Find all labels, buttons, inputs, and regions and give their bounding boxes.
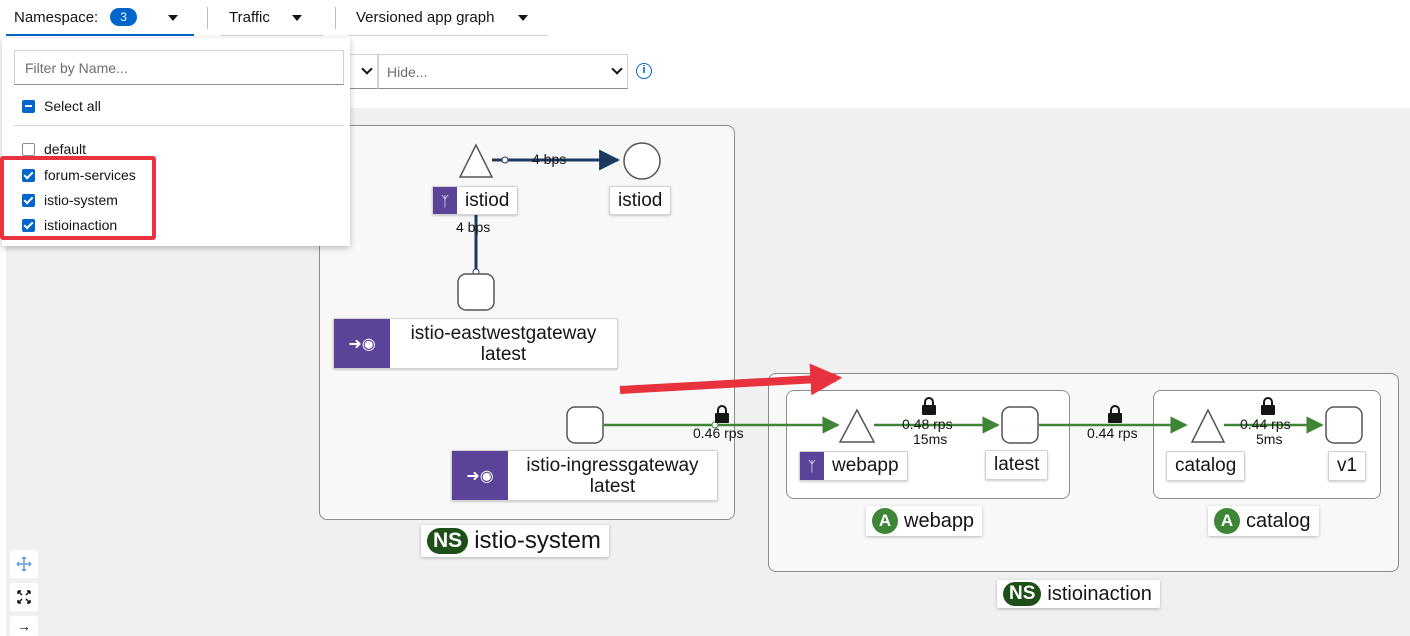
- annotation-highlight-box: [0, 156, 156, 240]
- namespace-option-forum-services[interactable]: forum-services: [22, 167, 136, 183]
- hide-placeholder: Hide...: [387, 63, 428, 80]
- hide-input[interactable]: Hide...: [378, 54, 628, 89]
- select-all-checkbox[interactable]: Select all: [22, 98, 101, 114]
- toolbar-divider: [207, 7, 208, 29]
- checkbox-checked-icon: [22, 193, 35, 207]
- checkbox-checked-icon: [22, 218, 35, 232]
- namespace-filter-input[interactable]: Filter by Name...: [14, 50, 344, 85]
- service-node-webapp: [838, 408, 876, 443]
- layout-button[interactable]: →: [10, 616, 38, 636]
- node-label-istiod-service[interactable]: ᛉ istiod: [432, 186, 519, 215]
- namespace-label: Namespace:: [14, 8, 99, 26]
- checkbox-indeterminate-icon: [22, 99, 35, 113]
- unknown-node-istiod: [623, 142, 661, 180]
- node-label-ingressgateway[interactable]: ➜◉ istio-ingressgateway latest: [451, 450, 718, 501]
- edge-label-catalog-rps: 0.44 rps: [1240, 416, 1291, 432]
- workload-node-catalog-v1: [1325, 406, 1363, 444]
- namespace-option-istio-system[interactable]: istio-system: [22, 192, 118, 208]
- namespace-tag-istio-system[interactable]: NS istio-system: [421, 525, 609, 557]
- caret-down-icon: [292, 15, 302, 21]
- caret-down-icon: [518, 15, 528, 21]
- namespace-select[interactable]: Namespace: 3: [6, 0, 194, 36]
- filter-placeholder: Filter by Name...: [25, 59, 128, 76]
- graph-type-label: Versioned app graph: [356, 9, 495, 26]
- expand-icon: [17, 590, 31, 604]
- workload-node-webapp-latest: [1001, 406, 1039, 444]
- app-tag-webapp[interactable]: A webapp: [866, 506, 983, 536]
- node-label-istiod-workload[interactable]: istiod: [609, 186, 672, 215]
- toolbar-divider: [335, 7, 336, 29]
- arrow-right-icon: →: [17, 618, 31, 634]
- edge-label-istiod-bottom: 4 bps: [456, 219, 491, 235]
- move-icon: [16, 556, 32, 572]
- service-node-istiod: [458, 143, 494, 178]
- namespace-tag-istioinaction[interactable]: NS istioinaction: [997, 580, 1160, 608]
- traffic-label: Traffic: [229, 9, 270, 26]
- node-label-eastwestgateway[interactable]: ➜◉ istio-eastwestgateway latest: [333, 318, 618, 369]
- info-icon[interactable]: i: [636, 63, 652, 79]
- namespace-dropdown: Filter by Name... Select all default for…: [2, 38, 350, 246]
- lock-icon: [715, 405, 729, 423]
- namespace-option-default[interactable]: default: [22, 141, 86, 157]
- annotation-arrow: [619, 363, 843, 396]
- branch-icon: ᛉ: [433, 187, 457, 214]
- workload-node-eastwest: [457, 273, 495, 311]
- dropdown-divider: [14, 125, 344, 126]
- gateway-icon: ➜◉: [334, 319, 390, 368]
- app-badge: A: [1214, 508, 1240, 534]
- graph-type-select[interactable]: Versioned app graph: [348, 0, 548, 36]
- namespace-count-badge: 3: [110, 8, 137, 26]
- lock-icon: [1261, 397, 1275, 415]
- lock-icon: [922, 397, 936, 415]
- gateway-icon: ➜◉: [452, 451, 508, 500]
- node-label-webapp-latest[interactable]: latest: [985, 450, 1049, 480]
- edge-label-webapp-latency: 15ms: [913, 431, 948, 447]
- node-label-webapp-service[interactable]: ᛉ webapp: [799, 451, 908, 481]
- app-tag-catalog[interactable]: A catalog: [1208, 506, 1319, 536]
- reset-layout-button[interactable]: [10, 583, 38, 611]
- edge-label-catalog-latency: 5ms: [1256, 431, 1283, 447]
- app-badge: A: [872, 508, 898, 534]
- edge-label-ingress-webapp: 0.46 rps: [693, 425, 744, 441]
- zoom-to-fit-button[interactable]: [10, 550, 38, 578]
- node-label-catalog-service[interactable]: catalog: [1166, 451, 1246, 481]
- lock-icon: [1108, 405, 1122, 423]
- edge-label-latest-catalog: 0.44 rps: [1087, 425, 1138, 441]
- namespace-badge: NS: [1003, 582, 1042, 606]
- checkbox-checked-icon: [22, 168, 35, 182]
- service-node-catalog: [1190, 408, 1226, 443]
- edge-label-istiod-top: 4 bps: [532, 151, 567, 167]
- checkbox-unchecked-icon: [22, 142, 35, 156]
- caret-down-icon: [168, 15, 178, 21]
- workload-node-ingress: [566, 406, 604, 444]
- namespace-badge: NS: [427, 528, 469, 554]
- branch-icon: ᛉ: [800, 452, 824, 480]
- node-label-catalog-v1[interactable]: v1: [1328, 451, 1367, 481]
- edge-label-webapp-rps: 0.48 rps: [902, 416, 953, 432]
- namespace-option-istioinaction[interactable]: istioinaction: [22, 217, 117, 233]
- traffic-select[interactable]: Traffic: [221, 0, 323, 36]
